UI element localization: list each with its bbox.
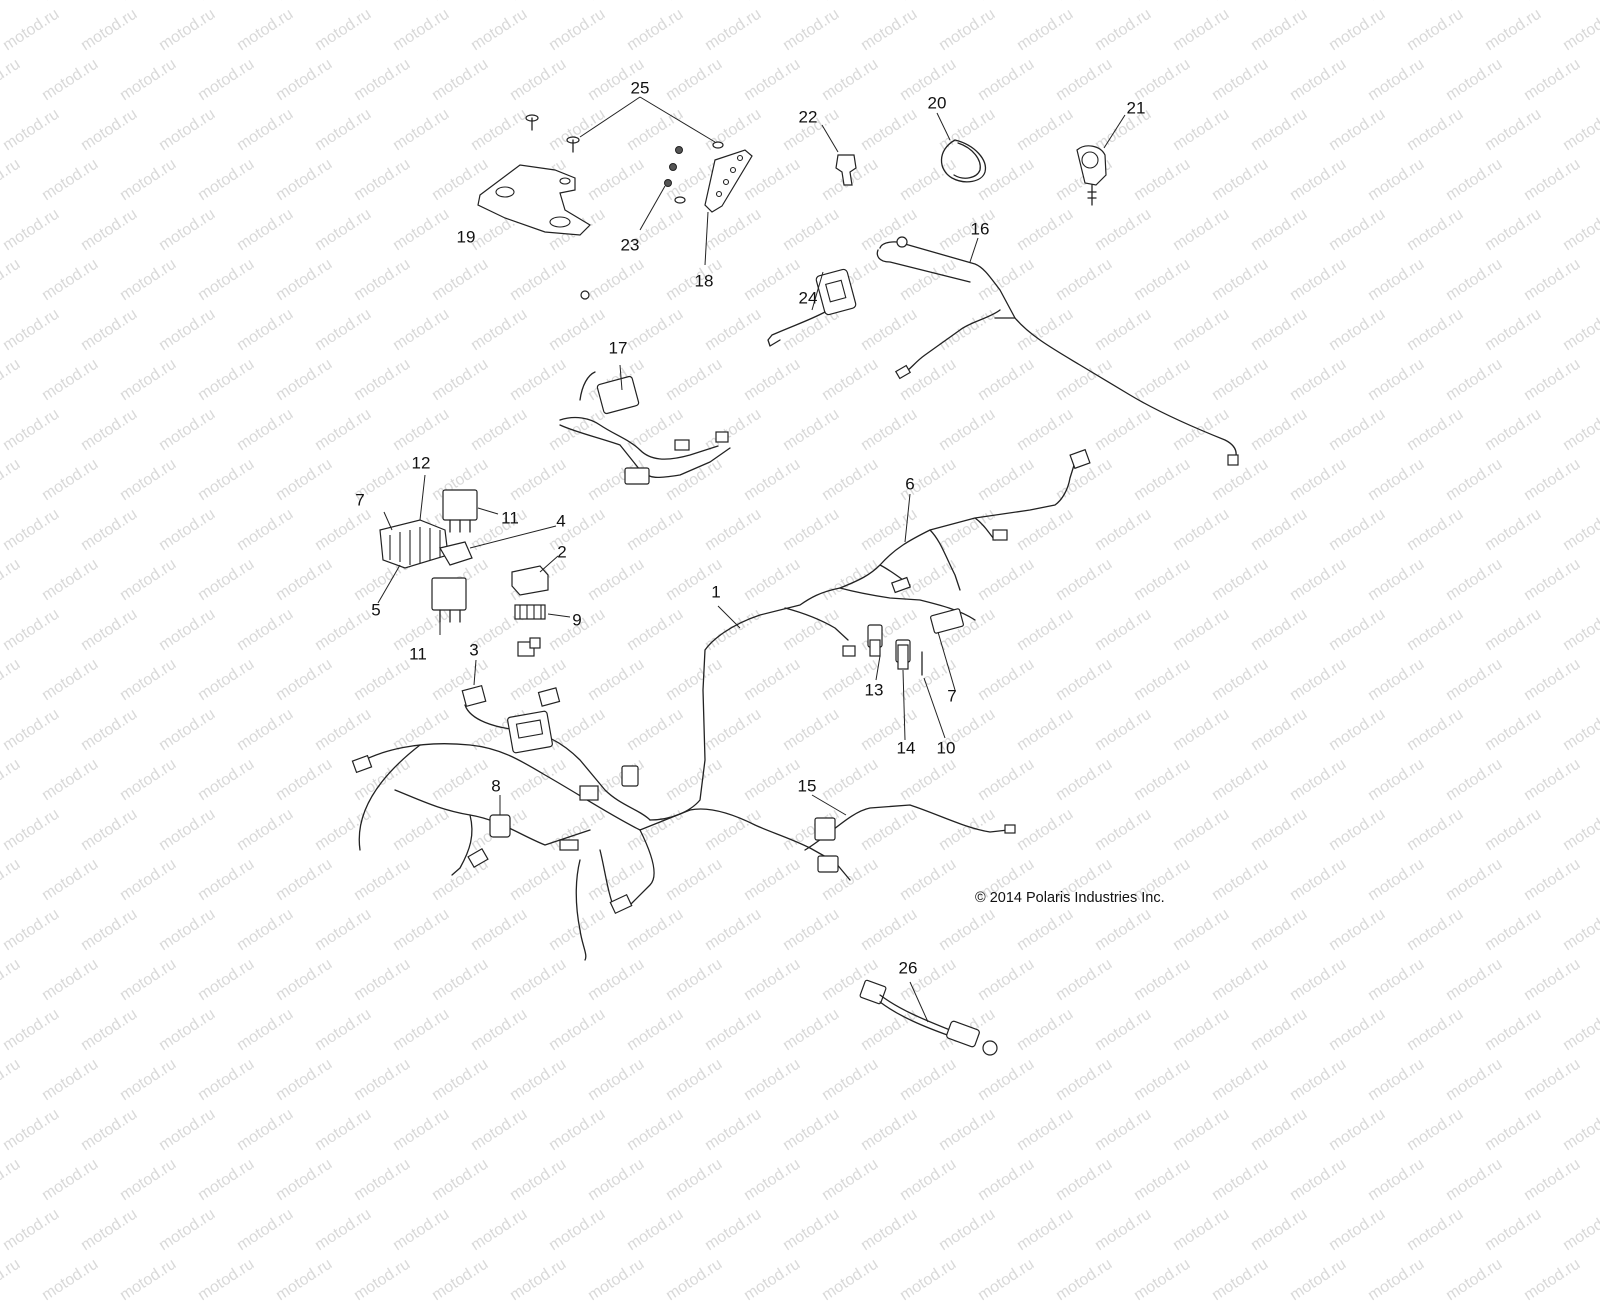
watermark-text: motod.ru: [1053, 1255, 1116, 1305]
diagram-drawing: [351, 96, 1239, 1056]
watermark-text: motod.ru: [39, 1255, 102, 1305]
callout-6: 6: [905, 474, 915, 494]
callout-7a: 7: [355, 490, 365, 510]
watermark-text: motod.ru: [858, 1205, 921, 1255]
watermark-text: motod.ru: [1287, 1255, 1350, 1305]
callout-8: 8: [491, 776, 501, 796]
callout-3: 3: [469, 640, 479, 660]
callout-5: 5: [371, 600, 381, 620]
part-26-harness: [859, 979, 998, 1056]
part-2-cover: [511, 555, 559, 596]
watermark-text: motod.ru: [741, 1255, 804, 1305]
watermark-text: motod.ru: [390, 1205, 453, 1255]
callout-21: 21: [1126, 98, 1146, 118]
callout-23: 23: [620, 235, 640, 255]
watermark-text: motod.ru: [195, 1255, 258, 1305]
callout-7b: 7: [947, 686, 957, 706]
watermark-text: motod.ru: [546, 1205, 609, 1255]
part-23-nuts: [639, 146, 683, 231]
watermark-text: motod.ru: [429, 1255, 492, 1305]
part-24-switch: [767, 268, 857, 347]
part-11-relays: [431, 489, 499, 635]
watermark-text: motod.ru: [1092, 1205, 1155, 1255]
copyright-notice: © 2014 Polaris Industries Inc.: [975, 890, 1165, 906]
watermark-text: motod.ru: [312, 1205, 375, 1255]
part-12-fuse-block: [377, 474, 557, 604]
callout-20: 20: [927, 93, 947, 113]
callout-9: 9: [572, 610, 582, 630]
watermark-text: motod.ru: [507, 1255, 570, 1305]
watermark-text: motod.ru: [1170, 1205, 1233, 1255]
callout-18: 18: [694, 271, 714, 291]
watermark-text: motod.ru: [234, 1205, 297, 1255]
watermark-text: motod.ru: [585, 1255, 648, 1305]
callout-26: 26: [898, 958, 918, 978]
watermark-text: motod.ru: [468, 1205, 531, 1255]
callout-10: 10: [936, 738, 956, 758]
callout-25: 25: [630, 78, 650, 98]
watermark-text: motod.ru: [1443, 1255, 1506, 1305]
callout-11a: 11: [501, 508, 519, 528]
watermark-text: motod.ru: [897, 1255, 960, 1305]
watermark-text: motod.ru: [0, 1205, 63, 1255]
callout-17: 17: [608, 338, 628, 358]
part-13-14-10-7-small: [869, 631, 956, 741]
watermark-text: motod.ru: [1560, 1205, 1600, 1255]
callout-12: 12: [411, 453, 431, 473]
part-25-bolts: [525, 96, 724, 153]
watermark-text: motod.ru: [1209, 1255, 1272, 1305]
callout-15: 15: [797, 776, 817, 796]
watermark-text: motod.ru: [1131, 1255, 1194, 1305]
watermark-text: motod.ru: [78, 1205, 141, 1255]
watermark-text: motod.ru: [1326, 1205, 1389, 1255]
watermark-text: motod.ru: [663, 1255, 726, 1305]
watermark-text: motod.ru: [117, 1255, 180, 1305]
watermark-text: motod.ru: [273, 1255, 336, 1305]
watermark-text: motod.ru: [975, 1255, 1038, 1305]
part-9-fuse: [514, 604, 571, 620]
watermark-text: motod.ru: [936, 1205, 999, 1255]
part-19-bracket: [477, 164, 591, 236]
part-22-clip: [821, 124, 857, 186]
watermark-text: motod.ru: [1365, 1255, 1428, 1305]
callout-24: 24: [798, 288, 818, 308]
part-16-harness: [876, 236, 1239, 466]
watermark-text: motod.ru: [702, 1205, 765, 1255]
watermark-text: motod.ru: [156, 1205, 219, 1255]
part-21-clip: [1076, 114, 1126, 206]
watermark-text: motod.ru: [1404, 1205, 1467, 1255]
callout-13: 13: [864, 680, 884, 700]
watermark-text: motod.ru: [351, 1255, 414, 1305]
watermark-text: motod.ru: [0, 1255, 24, 1305]
part-20-tie: [936, 112, 987, 183]
watermark-text: motod.ru: [1014, 1205, 1077, 1255]
part-3-connectors: [461, 637, 561, 708]
callout-2: 2: [557, 542, 567, 562]
part-17-harness: [559, 290, 731, 485]
callout-22: 22: [798, 107, 818, 127]
callout-4: 4: [556, 511, 566, 531]
part-1-main-harness: [351, 448, 1091, 961]
watermark-text: motod.ru: [780, 1205, 843, 1255]
watermark-text: motod.ru: [819, 1255, 882, 1305]
watermark-text: motod.ru: [1521, 1255, 1584, 1305]
watermark-text: motod.ru: [1482, 1205, 1545, 1255]
callout-16: 16: [970, 219, 990, 239]
part-18-busbar: [674, 149, 753, 266]
watermark-text: motod.ru: [624, 1205, 687, 1255]
callout-19: 19: [456, 227, 476, 247]
callout-11b: 11: [409, 644, 427, 664]
callout-14: 14: [896, 738, 916, 758]
watermark-text: motod.ru: [1248, 1205, 1311, 1255]
callout-1: 1: [711, 582, 721, 602]
